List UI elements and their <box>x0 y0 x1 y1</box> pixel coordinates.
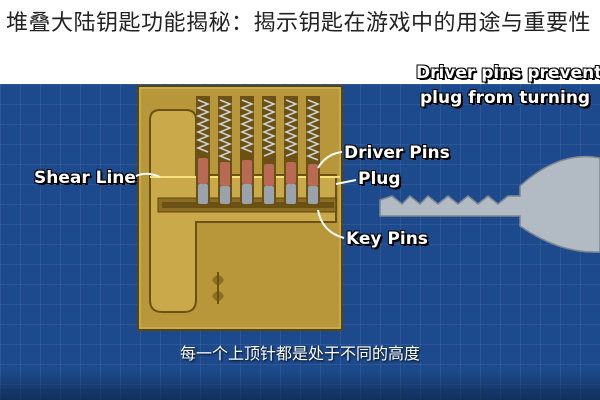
housing-ornament <box>212 275 224 301</box>
spring <box>283 99 299 157</box>
shear-line-leader <box>131 172 161 179</box>
driver-pin <box>220 162 230 186</box>
key-pin <box>286 184 296 204</box>
spring <box>305 99 321 161</box>
driver-pin <box>198 158 208 184</box>
key-pin <box>242 184 252 204</box>
driver-pin <box>264 164 274 186</box>
key-pin <box>308 186 318 204</box>
key-pins-label: Key Pins <box>346 229 428 249</box>
spring <box>261 99 277 157</box>
video-subtitle: 每一个上顶针都是处于不同的高度 <box>179 344 420 363</box>
spring <box>217 99 233 161</box>
shear-line-label: Shear Line <box>34 168 136 188</box>
video-frame <box>0 84 600 400</box>
caption-line-2: plug from turning <box>420 88 591 108</box>
key-pin <box>264 186 274 204</box>
key-pin <box>198 184 208 204</box>
driver-pin <box>242 160 252 184</box>
driver-pins-leader <box>317 151 343 169</box>
driver-pins-label: Driver Pins <box>344 143 450 163</box>
key-pin <box>220 186 230 204</box>
driver-pin <box>286 162 296 184</box>
spring <box>195 99 211 153</box>
bottom-fade <box>0 370 600 400</box>
spring <box>239 99 255 153</box>
page-title: 堆叠大陆钥匙功能揭秘：揭示钥匙在游戏中的用途与重要性 <box>6 11 592 36</box>
plug-label: Plug <box>358 169 401 189</box>
key <box>379 155 600 253</box>
lock-housing-shade <box>139 87 341 329</box>
lock-diagram <box>131 85 600 331</box>
key-pins-leader <box>317 209 345 239</box>
pin-stacks <box>195 96 321 208</box>
title-band: 堆叠大陆钥匙功能揭秘：揭示钥匙在游戏中的用途与重要性 <box>0 0 600 84</box>
plug-leader <box>335 179 357 185</box>
caption-line-1: Driver pins prevent <box>416 63 600 83</box>
driver-pin <box>308 164 318 186</box>
